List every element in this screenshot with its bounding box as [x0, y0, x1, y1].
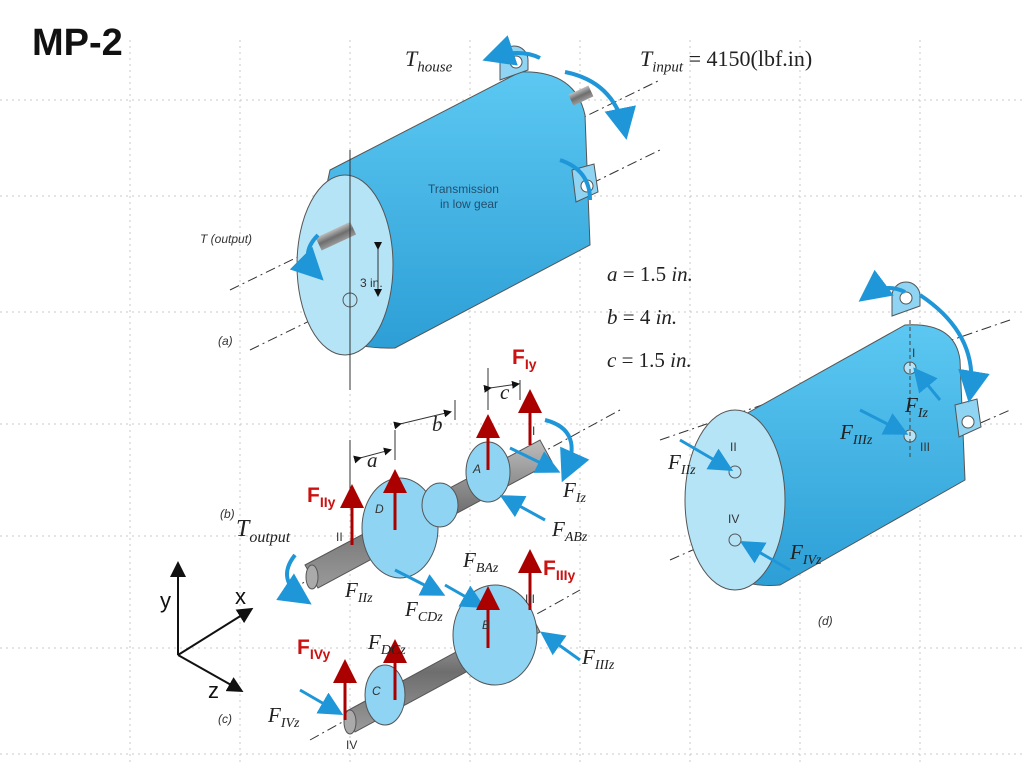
t-output-b-label: Toutput — [236, 516, 291, 546]
axis-label-x: x — [235, 584, 246, 609]
page-title: MP-2 — [32, 22, 123, 64]
gear-label-d: D — [375, 502, 384, 516]
housing-a — [229, 35, 661, 390]
roman-iii-c: III — [525, 592, 536, 606]
housing-d — [659, 269, 1011, 591]
param-c: c = 1.5 in. — [607, 348, 692, 372]
axis-label-z: z — [208, 678, 219, 703]
housing-text-line1: Transmission — [428, 182, 499, 196]
force-f-dcz: FDCz — [368, 630, 406, 659]
force-d-f-ivz: FIVz — [790, 540, 822, 569]
dim-letter-a: a — [367, 448, 378, 472]
roman-iv-c: IV — [346, 738, 358, 752]
force-f-iiiy: FIIIy — [543, 557, 576, 584]
force-f-ivz: FIVz — [268, 703, 300, 732]
dim-letter-b: b — [432, 412, 443, 436]
force-d-f-iiiz: FIIIz — [840, 420, 873, 449]
panel-label-d: (d) — [818, 614, 833, 628]
param-a: a = 1.5 in. — [607, 262, 693, 286]
housing-text-line2: in low gear — [440, 197, 499, 211]
roman-ii-b: II — [336, 530, 343, 544]
roman-iv-d: IV — [728, 512, 740, 526]
force-f-ivy: FIVy — [297, 636, 331, 663]
force-f-iiy: FIIy — [307, 484, 336, 511]
coordinate-axes — [170, 561, 254, 692]
roman-i-b: I — [532, 424, 536, 438]
force-f-iz: FIz — [563, 478, 586, 507]
axis-label-y: y — [160, 588, 171, 613]
panel-label-a: (a) — [218, 334, 233, 348]
roman-i-d: I — [912, 346, 916, 360]
force-f-iy: FIy — [512, 346, 537, 373]
gear-label-a: A — [473, 462, 482, 476]
force-f-iiz: FIIz — [345, 578, 373, 607]
force-d-f-iiz: FIIz — [668, 450, 696, 479]
dim-letter-c: c — [500, 380, 510, 404]
param-b: b = 4 in. — [607, 305, 678, 329]
force-f-cdz: FCDz — [405, 597, 443, 626]
force-f-iiiz: FIIIz — [582, 645, 615, 674]
t-output-label: T (output) — [200, 232, 253, 246]
force-d-f-iz: FIz — [905, 393, 928, 422]
roman-ii-d: II — [730, 440, 737, 454]
shaft-c — [299, 549, 581, 741]
panel-label-b: (b) — [220, 507, 235, 521]
roman-iii-d: III — [920, 440, 931, 454]
force-f-baz: FBAz — [463, 548, 499, 577]
gear-label-b: B — [482, 618, 491, 632]
dimension-3in: 3 in. — [360, 276, 383, 290]
force-f-abz: FABz — [552, 517, 588, 546]
t-house-label: Thouse — [405, 46, 453, 76]
gear-label-c: C — [372, 684, 381, 698]
shaft-b — [276, 368, 621, 605]
t-input-label: Tinput = 4150(lbf.in) — [640, 46, 813, 76]
panel-label-c: (c) — [218, 712, 232, 726]
